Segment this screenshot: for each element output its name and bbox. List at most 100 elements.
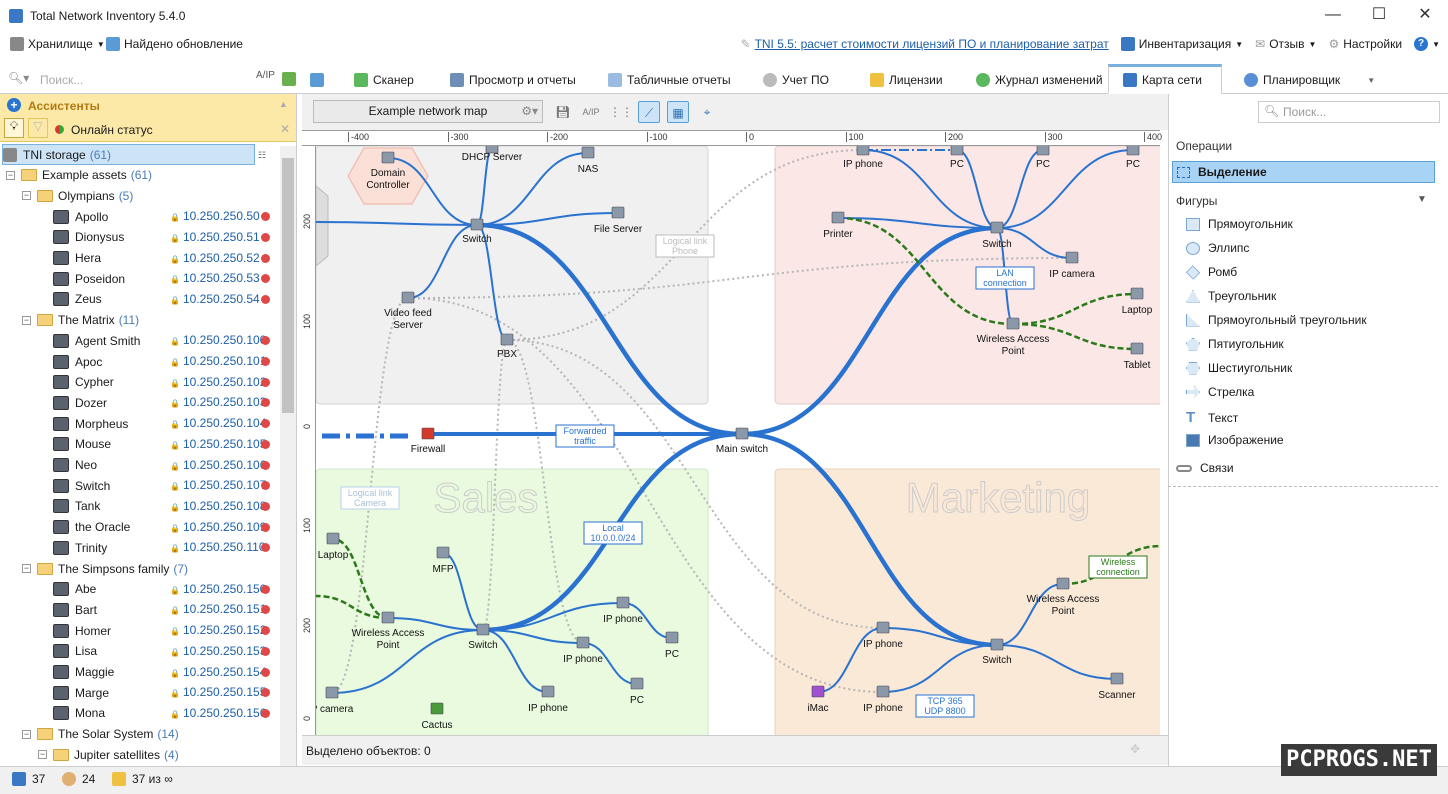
tab-software[interactable]: Учет ПО (749, 66, 843, 94)
network-link[interactable] (387, 617, 484, 631)
shape-tool-item[interactable]: Стрелка (1186, 385, 1254, 399)
shape-tool-item[interactable]: Прямоугольник (1186, 217, 1293, 231)
promo-link-text[interactable]: TNI 5.5: расчет стоимости лицензий ПО и … (754, 37, 1109, 51)
center-icon[interactable]: ⌖ (703, 105, 711, 119)
tree-device-item[interactable]: Switch (38, 475, 110, 496)
tree-device-item[interactable]: Neo (38, 455, 97, 476)
region-servers[interactable] (316, 146, 709, 405)
add-icon[interactable]: + (7, 98, 21, 112)
tree-folder-item[interactable]: −Olympians(5) (22, 185, 133, 206)
network-link[interactable] (996, 149, 1044, 229)
tree-device-item[interactable]: Dozer (38, 392, 107, 413)
tab-scanner[interactable]: Сканер (340, 66, 428, 94)
shape-tool-item[interactable]: Эллипс (1186, 241, 1249, 255)
add-node-icon[interactable] (282, 72, 296, 86)
map-node[interactable]: IP phone (843, 146, 883, 170)
network-link[interactable] (996, 227, 1073, 259)
map-node[interactable]: PC (1126, 146, 1140, 170)
selection-tool[interactable]: Выделение (1172, 161, 1435, 183)
tree-device-item[interactable]: Mouse (38, 434, 111, 455)
map-node[interactable]: Tablet (1124, 342, 1151, 371)
update-button[interactable]: Найдено обновление (106, 37, 243, 51)
map-node[interactable]: Main switch (716, 427, 768, 455)
tree-device-item[interactable]: Homer (38, 620, 111, 641)
tab-licenses[interactable]: Лицензии (856, 66, 957, 94)
network-link[interactable] (482, 629, 549, 693)
close-button[interactable]: ✕ (1418, 6, 1432, 23)
map-node[interactable]: Printer (823, 211, 853, 240)
tree-folder-item[interactable]: TNI storage(61) (2, 144, 255, 165)
network-link[interactable] (407, 224, 478, 299)
tree-device-item[interactable]: Hera (38, 248, 101, 269)
inventory-menu[interactable]: Инвентаризация▼ (1120, 37, 1243, 51)
tab-network-map[interactable]: Карта сети (1108, 64, 1222, 94)
network-link[interactable] (837, 217, 998, 229)
map-node[interactable]: Laptop (318, 532, 349, 561)
minimize-button[interactable]: — (1325, 6, 1341, 23)
shape-tool-item[interactable]: Ромб (1185, 264, 1237, 280)
collapse-toggle-icon[interactable]: − (22, 314, 31, 325)
tree-device-item[interactable]: Apoc (38, 351, 102, 372)
network-link[interactable] (741, 225, 998, 437)
network-link[interactable] (622, 602, 673, 639)
ruler-icon[interactable]: ⟋ (638, 101, 660, 123)
wireless-link[interactable] (1012, 322, 1138, 351)
bulb-icon[interactable]: 💡︎ (4, 118, 24, 138)
map-settings-icon[interactable]: ⚙▾ (521, 104, 538, 118)
map-search-input[interactable]: Поиск... (1258, 101, 1440, 123)
map-node[interactable]: PC (630, 677, 644, 706)
map-node[interactable]: Cactus (421, 702, 453, 731)
map-node[interactable]: IP phone (863, 685, 903, 714)
network-link[interactable] (996, 644, 1118, 680)
network-link[interactable] (862, 149, 998, 229)
logical-link[interactable] (506, 339, 584, 644)
tree-device-item[interactable]: Poseidon (38, 268, 125, 289)
network-link[interactable] (476, 212, 619, 226)
tree-folder-item[interactable]: −Jupiter satellites(4) (38, 744, 179, 765)
collapse-toggle-icon[interactable]: − (22, 563, 31, 573)
map-node[interactable]: Switch (982, 638, 1012, 666)
map-node[interactable]: IP phone (528, 685, 568, 714)
close-assistant-icon[interactable]: ✕ (280, 122, 291, 136)
tree-folder-item[interactable]: −Example assets(61) (6, 165, 152, 186)
network-link[interactable] (741, 431, 998, 648)
map-node[interactable]: Firewall (411, 427, 445, 455)
grid-icon[interactable]: ⋮⋮ (609, 105, 633, 119)
feedback-menu[interactable]: ✉Отзыв▼ (1255, 37, 1317, 51)
network-link[interactable] (882, 627, 998, 646)
tree-device-item[interactable]: Zeus (38, 289, 102, 310)
map-node[interactable]: MFP (432, 546, 454, 575)
tabs-overflow-icon[interactable]: ▼ (1367, 75, 1376, 85)
tree-folder-item[interactable]: −The Simpsons family(7) (22, 558, 188, 579)
region-office[interactable] (774, 146, 1160, 405)
map-node[interactable]: IP phone (863, 621, 903, 650)
logical-link[interactable] (331, 297, 409, 694)
map-node[interactable]: DHCP Server (462, 146, 523, 163)
name-ip-icon[interactable]: A/IP (582, 107, 600, 117)
logical-link[interactable] (506, 149, 864, 341)
hexagon-shape[interactable] (347, 147, 429, 205)
tree-device-item[interactable]: the Oracle (38, 517, 130, 538)
tab-scheduler[interactable]: Планировщик▼ (1230, 66, 1389, 94)
tree-folder-item[interactable]: −The Solar System(14) (22, 724, 179, 745)
wireless-link[interactable] (837, 216, 1014, 326)
collapse-panel-icon[interactable] (310, 73, 324, 87)
map-node[interactable]: IP camera (1049, 251, 1095, 280)
tree-device-item[interactable]: Cypher (38, 372, 114, 393)
map-node[interactable]: PC (1036, 146, 1050, 170)
network-link[interactable] (476, 152, 589, 226)
left-search-input[interactable]: Поиск... (40, 73, 84, 87)
tree-device-item[interactable]: Tank (38, 496, 100, 517)
shape-tool-item[interactable]: Прямоугольный треугольник (1186, 313, 1367, 327)
